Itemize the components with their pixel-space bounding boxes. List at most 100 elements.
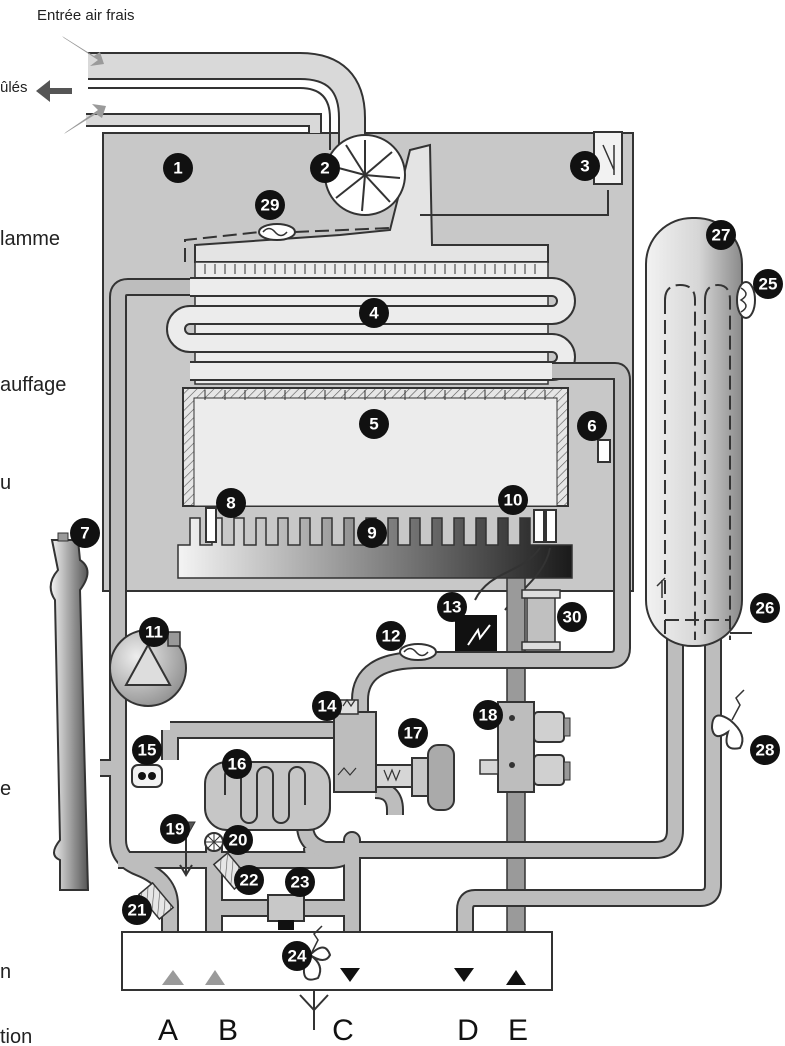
- tank-sensor: [736, 281, 756, 319]
- spark-generator: [455, 615, 497, 653]
- combustion-chamber: [182, 387, 569, 507]
- marker-1: 1: [163, 153, 193, 183]
- svg-text:19: 19: [166, 820, 185, 839]
- side-label-1: lamme: [0, 228, 60, 250]
- marker-12: 12: [376, 621, 406, 651]
- connection-d-arrow: [454, 968, 474, 982]
- svg-text:5: 5: [369, 415, 378, 434]
- connection-a-arrow: [162, 970, 184, 985]
- svg-text:2: 2: [320, 159, 329, 178]
- marker-16: 16: [222, 749, 252, 779]
- heat-exchanger-coil: [166, 277, 576, 381]
- marker-28: 28: [750, 735, 780, 765]
- svg-text:18: 18: [479, 706, 498, 725]
- flame-sensor: [258, 223, 296, 241]
- diverter-valve: [333, 698, 413, 793]
- circulation-pump: [109, 629, 187, 707]
- bypass-valve: [267, 894, 305, 922]
- connection-label-b: B: [218, 1014, 238, 1046]
- svg-text:26: 26: [756, 599, 775, 618]
- marker-17: 17: [398, 718, 428, 748]
- marker-18: 18: [473, 700, 503, 730]
- marker-19: 19: [160, 814, 190, 844]
- drain-outlet: [179, 838, 193, 877]
- dhw-exchanger: [204, 761, 331, 831]
- marker-27: 27: [706, 220, 736, 250]
- gas-valve: [479, 701, 571, 793]
- marker-20: 20: [223, 825, 253, 855]
- svg-text:25: 25: [759, 275, 778, 294]
- svg-text:11: 11: [145, 623, 163, 642]
- connection-c-arrow: [340, 968, 360, 982]
- air-pressure-switch: [420, 131, 623, 216]
- air-arrows: [36, 36, 106, 134]
- svg-text:17: 17: [404, 724, 423, 743]
- side-label-4: e: [0, 778, 11, 800]
- marker-10: 10: [498, 485, 528, 515]
- marker-24: 24: [282, 941, 312, 971]
- side-label-3: u: [0, 472, 11, 494]
- connection-e-arrow: [506, 970, 526, 985]
- svg-text:29: 29: [261, 196, 280, 215]
- svg-text:15: 15: [138, 741, 157, 760]
- marker-30: 30: [557, 602, 587, 632]
- side-label-2: auffage: [0, 374, 66, 396]
- svg-text:6: 6: [587, 417, 596, 436]
- marker-26: 26: [750, 593, 780, 623]
- marker-6: 6: [577, 411, 607, 441]
- svg-text:1: 1: [173, 159, 182, 178]
- temperature-sensor: [399, 643, 437, 661]
- bypass-valve-body: [278, 920, 294, 930]
- svg-text:22: 22: [240, 871, 259, 890]
- svg-text:13: 13: [443, 598, 462, 617]
- hot-water-tank: [645, 217, 752, 647]
- heat-exchanger-fins: [204, 264, 536, 274]
- marker-25: 25: [753, 269, 783, 299]
- svg-text:16: 16: [228, 755, 247, 774]
- marker-14: 14: [312, 691, 342, 721]
- marker-3: 3: [570, 151, 600, 181]
- connection-label-c: C: [332, 1014, 354, 1046]
- svg-text:14: 14: [318, 697, 337, 716]
- svg-text:9: 9: [367, 524, 376, 543]
- marker-7: 7: [70, 518, 100, 548]
- flue-duct: [86, 52, 366, 150]
- connection-label-d: D: [457, 1014, 479, 1046]
- svg-text:23: 23: [291, 873, 310, 892]
- marker-8: 8: [216, 488, 246, 518]
- flame-control-line: [184, 227, 391, 262]
- svg-text:10: 10: [504, 491, 523, 510]
- flow-meter: [204, 832, 224, 852]
- connection-label-e: E: [508, 1014, 528, 1046]
- connection-label-a: A: [158, 1014, 178, 1046]
- safety-thermostat: [597, 439, 611, 463]
- tank-safety-valve: [710, 689, 745, 750]
- svg-text:24: 24: [288, 947, 307, 966]
- marker-4: 4: [359, 298, 389, 328]
- svg-text:8: 8: [226, 494, 235, 513]
- svg-text:27: 27: [712, 226, 731, 245]
- fresh-air-label: Entrée air frais: [37, 7, 135, 24]
- valve-motor: [411, 744, 455, 811]
- marker-29: 29: [255, 190, 285, 220]
- expansion-vessel-valve: [57, 532, 69, 542]
- marker-23: 23: [285, 867, 315, 897]
- water-pressure-switch: [131, 764, 163, 788]
- marker-5: 5: [359, 409, 389, 439]
- marker-11: 11: [139, 617, 169, 647]
- side-label-5: n: [0, 961, 11, 983]
- marker-22: 22: [234, 865, 264, 895]
- marker-13: 13: [437, 592, 467, 622]
- marker-15: 15: [132, 735, 162, 765]
- svg-text:21: 21: [128, 901, 147, 920]
- svg-text:7: 7: [80, 524, 89, 543]
- connection-plate: [121, 931, 553, 991]
- svg-text:12: 12: [382, 627, 401, 646]
- side-label-6: tion: [0, 1026, 32, 1046]
- fumes-label: ûlés: [0, 79, 28, 96]
- fan: [324, 134, 406, 216]
- marker-2: 2: [310, 153, 340, 183]
- connection-b-arrow: [205, 970, 225, 985]
- tank-probe: [656, 577, 666, 598]
